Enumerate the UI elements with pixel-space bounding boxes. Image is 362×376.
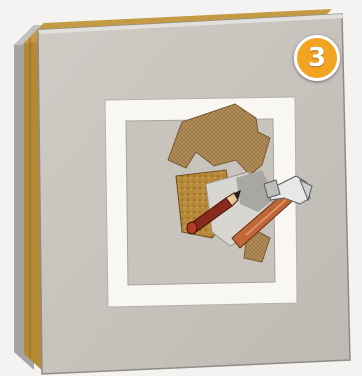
step-number-badge: 3 (294, 35, 340, 81)
step-number: 3 (308, 45, 326, 71)
